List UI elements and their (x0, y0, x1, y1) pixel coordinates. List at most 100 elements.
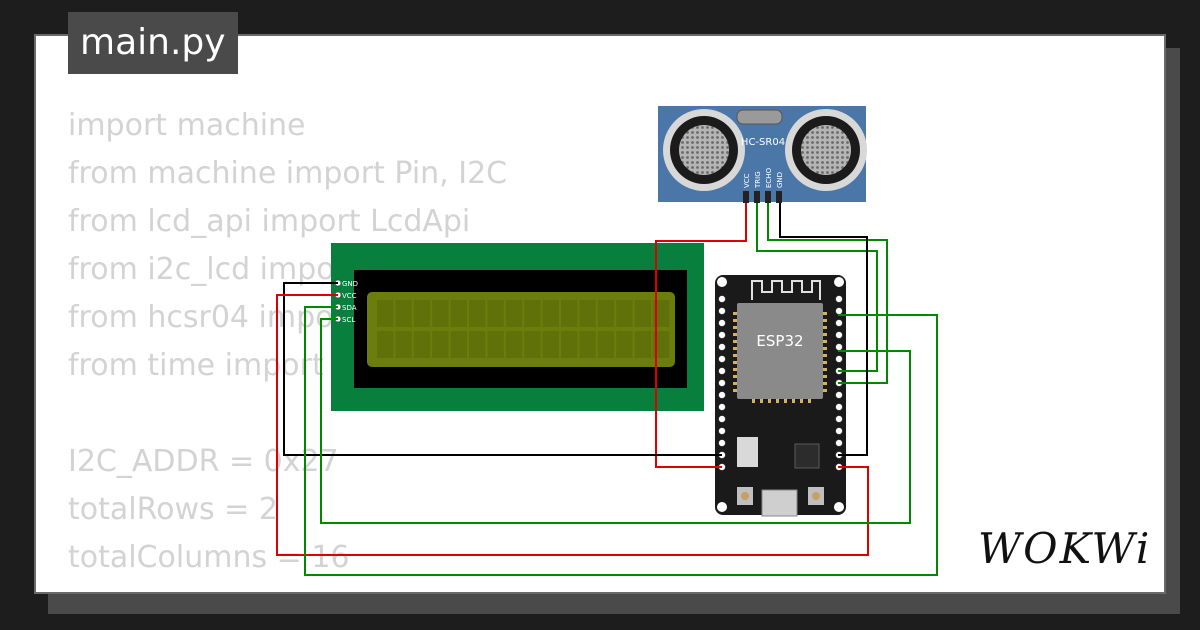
sensor-crystal (736, 109, 783, 125)
mount-hole (717, 277, 727, 287)
module-pad (733, 354, 737, 357)
code-line: from lcd_api import LcdApi (68, 204, 471, 239)
module-pad (733, 347, 737, 350)
wokwi-logo[interactable]: WOKWi (978, 524, 1152, 573)
wire-lcd-vcc[interactable] (276, 294, 869, 556)
wire-lcd-sda[interactable] (304, 306, 938, 576)
usb-uart-chip (794, 443, 820, 469)
code-line: from machine import Pin, I2C (68, 156, 508, 191)
code-line: import machine (68, 108, 306, 143)
module-pad (823, 347, 827, 350)
module-pad (823, 375, 827, 378)
lcd-pin-label: VCC (342, 292, 357, 300)
lcd-char-cell (524, 331, 541, 358)
sensor-pin-label: VCC (743, 173, 751, 188)
lcd-char-cell (413, 331, 431, 358)
esp32-header-pin (718, 331, 726, 339)
lcd-pin-label: GND (342, 280, 358, 288)
lcd-char-cell (450, 300, 467, 327)
module-pad (823, 312, 827, 315)
code-line: totalRows = 2 (68, 492, 278, 527)
lcd-char-cell (542, 300, 559, 327)
lcd-char-cell (634, 331, 651, 358)
sensor-pin-label: ECHO (765, 167, 773, 188)
module-pad (823, 333, 827, 336)
lcd-pin-label: SDA (342, 304, 357, 312)
esp32-header-pin (835, 355, 843, 363)
wire-sensor-vcc[interactable] (655, 203, 747, 468)
mount-hole (834, 502, 844, 512)
lcd-char-cell (432, 300, 449, 327)
lcd-pin-label: SCL (342, 316, 355, 324)
wire-lcd-scl[interactable] (320, 318, 911, 524)
lcd-char-cell (469, 331, 486, 358)
esp32-header-pin (835, 391, 843, 399)
lcd-char-cell (377, 331, 394, 358)
esp32-label: ESP32 (756, 332, 803, 350)
lcd-display[interactable]: GND VCC SDA SCL (331, 243, 704, 411)
esp32-header-pin (718, 319, 726, 327)
lcd-char-cell (524, 300, 541, 327)
sensor-pin-gnd[interactable] (776, 191, 782, 203)
esp32-header-pin (718, 367, 726, 375)
esp32-header-pin (718, 379, 726, 387)
module-pad (733, 319, 737, 322)
module-pad (733, 368, 737, 371)
mount-hole (834, 277, 844, 287)
lcd-char-cell (469, 300, 486, 327)
esp32-header-pin (718, 295, 726, 303)
wire-sensor-echo[interactable] (767, 203, 888, 384)
sensor-pin-label: GND (776, 172, 784, 188)
esp32-header-pin (835, 343, 843, 351)
sensor-pin-trig[interactable] (754, 191, 760, 203)
lcd-char-cell (653, 331, 670, 358)
lcd-char-cell (505, 300, 523, 327)
lcd-char-cell (487, 300, 504, 327)
esp32-header-pin (718, 403, 726, 411)
lcd-char-cell (561, 300, 578, 327)
wire-sensor-trig[interactable] (756, 203, 878, 372)
lcd-char-cell (377, 300, 394, 327)
module-pad (792, 399, 795, 403)
lcd-char-cell (561, 331, 578, 358)
lcd-char-cell (579, 331, 596, 358)
module-pad (823, 340, 827, 343)
esp32-header-pin (718, 415, 726, 423)
lcd-char-cell (616, 331, 633, 358)
lcd-cell-grid (377, 300, 670, 358)
module-pad (800, 399, 803, 403)
lcd-char-cell (450, 331, 467, 358)
sensor-pin-vcc[interactable] (743, 191, 749, 203)
esp32-header-pin (835, 331, 843, 339)
wire-lcd-gnd[interactable] (283, 282, 722, 456)
module-pad (752, 399, 755, 403)
lcd-char-cell (634, 300, 651, 327)
esp32-header-pin (835, 295, 843, 303)
module-pad (823, 389, 827, 392)
lcd-char-cell (579, 300, 596, 327)
module-pad (823, 368, 827, 371)
lcd-char-cell (395, 331, 412, 358)
lcd-char-cell (395, 300, 412, 327)
module-pad (784, 399, 787, 403)
file-tab[interactable]: main.py (68, 12, 238, 74)
esp32-left-header (718, 295, 726, 471)
module-pad (823, 326, 827, 329)
esp32-header-pin (835, 415, 843, 423)
module-pad (760, 399, 763, 403)
sensor-pin-echo[interactable] (765, 191, 771, 203)
esp32-header-pin (835, 403, 843, 411)
module-pad (733, 375, 737, 378)
code-preview: import machine from machine import Pin, … (68, 102, 507, 582)
lcd-char-cell (616, 300, 633, 327)
esp32-header-pin (718, 391, 726, 399)
lcd-char-cell (432, 331, 449, 358)
esp32-header-pin (718, 427, 726, 435)
module-pad (823, 361, 827, 364)
module-pad (768, 399, 771, 403)
wire-sensor-gnd[interactable] (779, 203, 868, 456)
ultrasonic-sensor[interactable]: HC-SR04 VCC TRIG ECHO GND (658, 106, 867, 203)
code-line: totalColumns = 16 (68, 540, 350, 575)
esp32-header-pin (718, 355, 726, 363)
esp32-board[interactable]: ESP32 (715, 275, 846, 517)
